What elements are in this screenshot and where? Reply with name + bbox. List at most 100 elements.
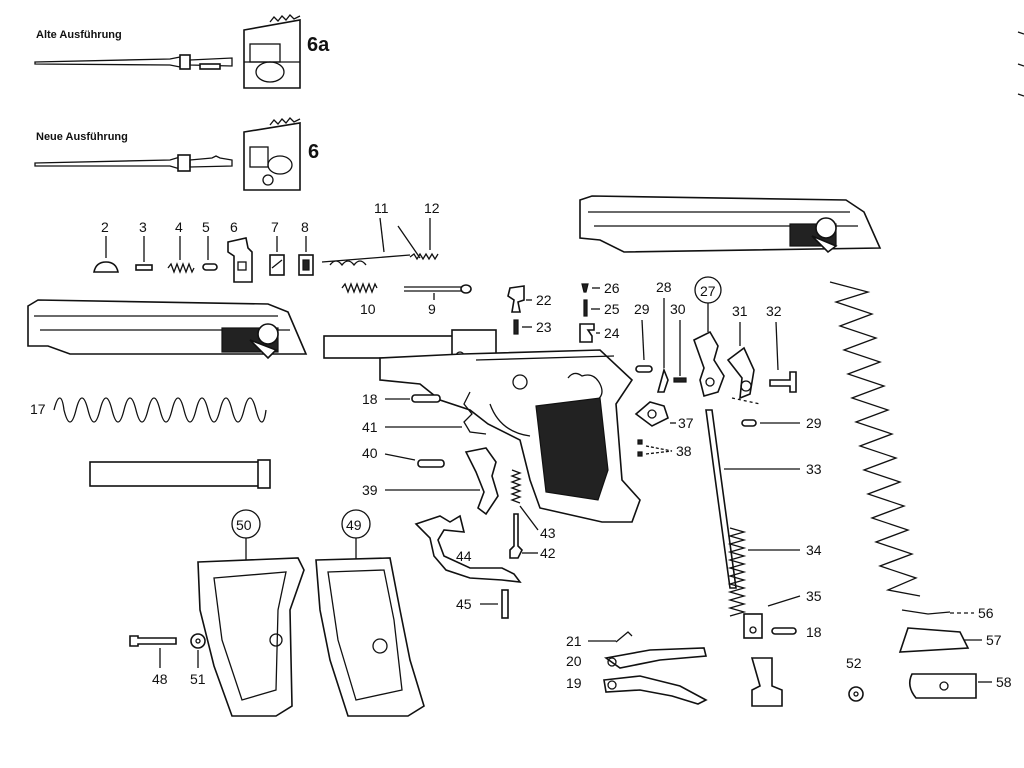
magazine-follower-block (750, 657, 783, 707)
part-34 (727, 527, 747, 617)
part-52 (848, 686, 864, 702)
new-version-caption: Neue Ausführung (36, 131, 128, 143)
label-49: 49 (346, 517, 362, 533)
mainspring-group: 37 38 29 33 34 35 18 (634, 401, 822, 707)
part-51 (190, 633, 206, 649)
part-18-right (771, 627, 797, 635)
spring-rod-group: 11 12 10 9 (321, 200, 472, 317)
label-25: 25 (604, 301, 620, 317)
magazine-spring (829, 281, 921, 597)
part-37 (634, 401, 669, 427)
part-31 (726, 346, 755, 400)
part-29-top (635, 365, 653, 373)
part-21 (615, 631, 633, 643)
label-40: 40 (362, 445, 378, 461)
part-27 (693, 330, 725, 397)
part-26 (581, 283, 589, 293)
trigger-group: 18 41 40 39 43 42 44 45 (362, 391, 556, 619)
barrel-sleeve (89, 459, 271, 489)
new-block-6 (243, 117, 301, 191)
label-33: 33 (806, 461, 822, 477)
label-18-right: 18 (806, 624, 822, 640)
label-5: 5 (202, 219, 210, 235)
part-17 (53, 397, 267, 423)
grip-panel-50 (197, 557, 305, 717)
label-23: 23 (536, 319, 552, 335)
hammer-group: 29 28 30 27 31 32 (634, 276, 797, 405)
label-38: 38 (676, 443, 692, 459)
label-42: 42 (540, 545, 556, 561)
part-9 (404, 286, 462, 292)
label-8: 8 (301, 219, 309, 235)
part-18-top (411, 394, 441, 403)
label-56: 56 (978, 605, 994, 621)
part-4 (167, 262, 195, 274)
label-11: 11 (374, 200, 389, 216)
label-34: 34 (806, 542, 822, 558)
part-41 (463, 391, 487, 435)
label-28: 28 (656, 279, 672, 295)
old-version-group: Alte Ausführung 6a (34, 14, 330, 89)
part-57 (898, 627, 970, 653)
label-43: 43 (540, 525, 556, 541)
part-20 (603, 647, 708, 669)
label-18-top: 18 (362, 391, 378, 407)
new-version-group: Neue Ausführung 6 (34, 117, 319, 191)
label-41: 41 (362, 419, 378, 435)
part-12 (397, 225, 439, 261)
grip-panel-49 (315, 557, 425, 717)
part-5 (202, 263, 218, 271)
label-6-large: 6 (308, 141, 319, 163)
label-9: 9 (428, 301, 436, 317)
part-48 (129, 635, 177, 647)
label-6a: 6a (307, 34, 330, 56)
part-33 (705, 409, 737, 589)
label-31: 31 (732, 303, 748, 319)
part-11 (321, 254, 411, 267)
part-19 (603, 675, 708, 705)
part-25 (583, 299, 588, 317)
label-2: 2 (101, 219, 109, 235)
part-40 (417, 459, 445, 468)
label-29-top: 29 (634, 301, 650, 317)
extractor-group: 22 23 26 25 24 (507, 280, 620, 343)
new-firing-pin (34, 154, 233, 172)
label-52: 52 (846, 655, 862, 671)
label-35: 35 (806, 588, 822, 604)
part-56 (901, 609, 951, 615)
slide-left (27, 299, 308, 360)
label-17: 17 (30, 401, 46, 417)
part-2 (93, 261, 119, 273)
label-21: 21 (566, 633, 582, 649)
grip-group: 50 49 48 51 (129, 509, 425, 717)
label-44: 44 (456, 548, 472, 564)
part-22 (507, 285, 525, 313)
label-6-small: 6 (230, 219, 238, 235)
part-45 (501, 589, 509, 619)
label-4: 4 (175, 219, 183, 235)
part-32 (769, 371, 797, 393)
label-10: 10 (360, 301, 376, 317)
slide-stop-group: 21 20 19 (566, 631, 708, 705)
part-6 (227, 237, 253, 283)
small-parts-row: 2 3 4 5 6 7 8 (93, 219, 314, 283)
part-35 (743, 613, 763, 639)
label-29-right: 29 (806, 415, 822, 431)
part-38 (637, 439, 643, 457)
label-45: 45 (456, 596, 472, 612)
part-7 (269, 254, 285, 276)
old-version-caption: Alte Ausführung (36, 29, 122, 41)
label-26: 26 (604, 280, 620, 296)
part-58 (908, 673, 977, 699)
label-20: 20 (566, 653, 582, 669)
label-58: 58 (996, 674, 1012, 690)
label-39: 39 (362, 482, 378, 498)
magazine-bottom-group: 52 56 57 58 (846, 605, 1012, 702)
label-30: 30 (670, 301, 686, 317)
old-block-6a (243, 14, 301, 89)
part-43 (510, 469, 522, 504)
slide-right (579, 195, 882, 254)
label-57: 57 (986, 632, 1002, 648)
part-44 (414, 514, 522, 583)
part-24 (579, 323, 595, 343)
